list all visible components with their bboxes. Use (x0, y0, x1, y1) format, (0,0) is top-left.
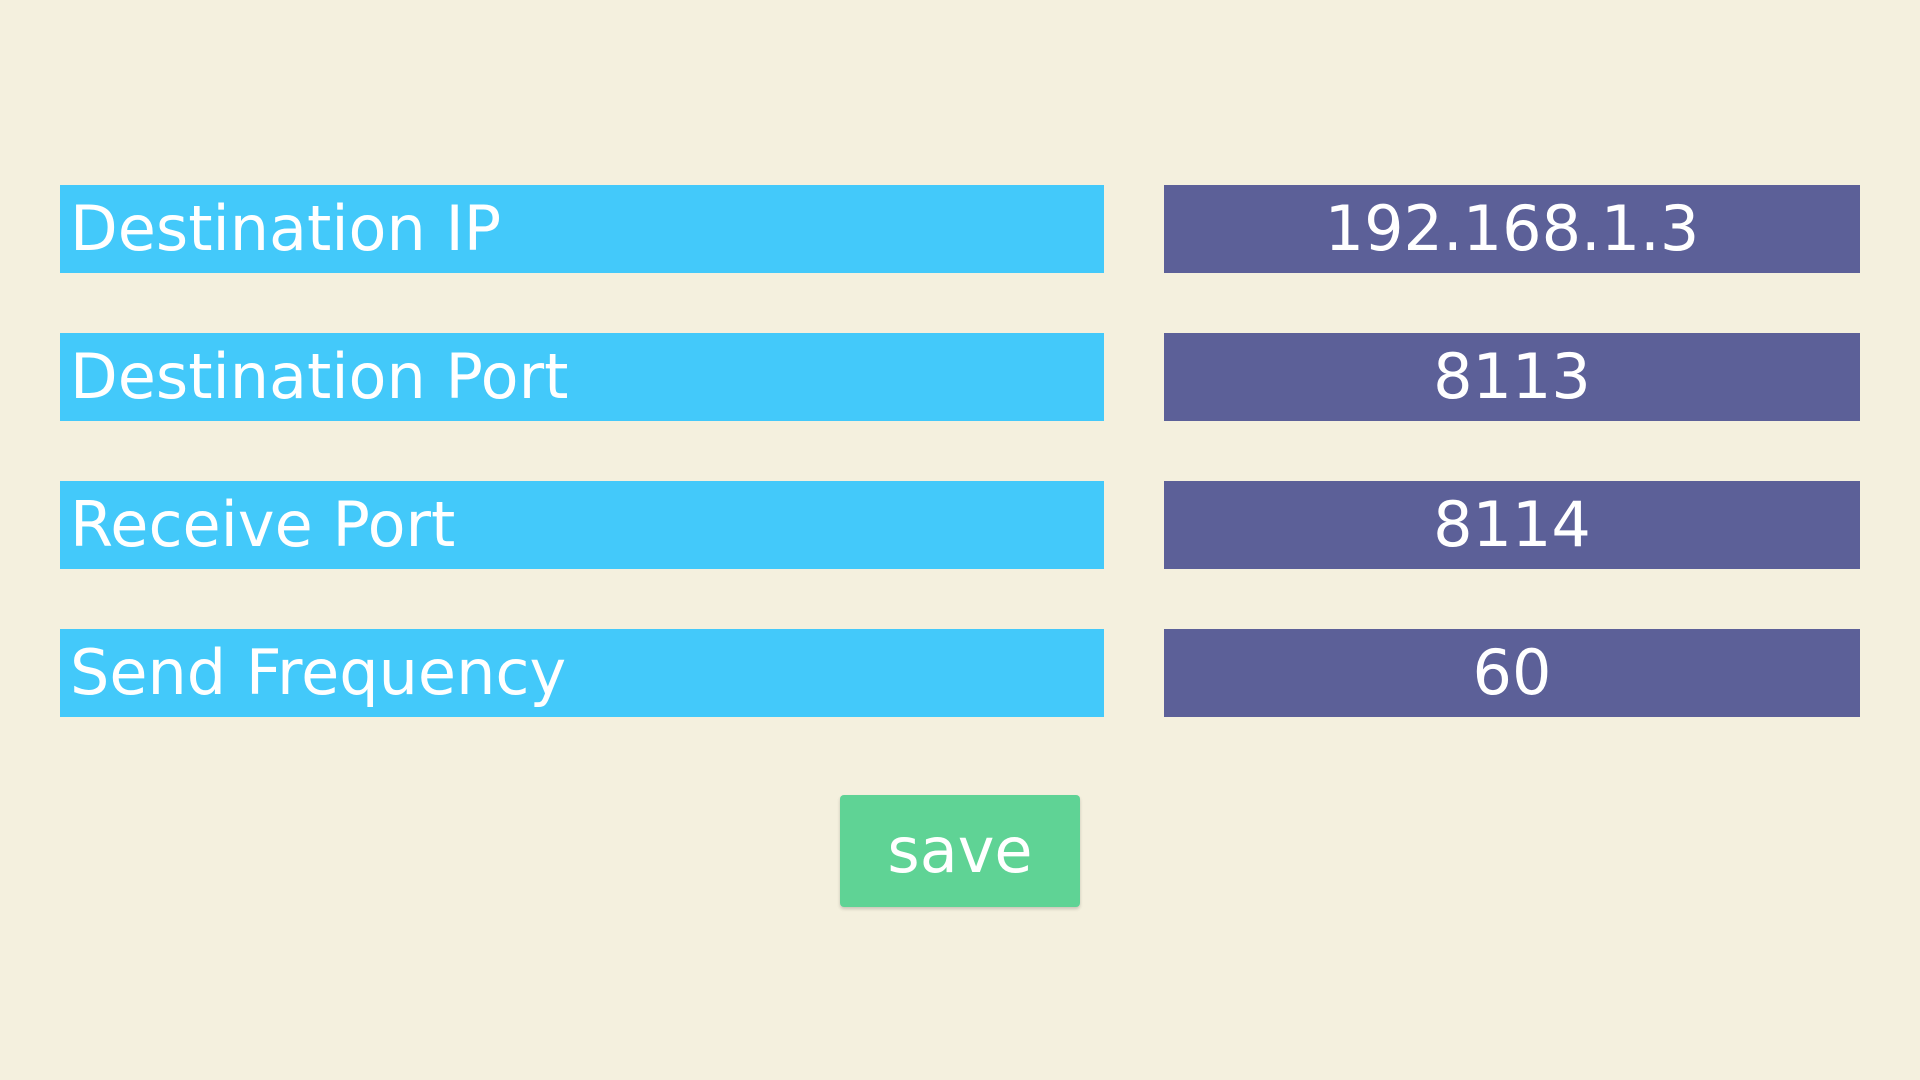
settings-row-send-frequency: Send Frequency (60, 629, 1860, 717)
destination-ip-label: Destination IP (60, 185, 1104, 273)
send-frequency-input[interactable] (1164, 629, 1860, 717)
destination-ip-input[interactable] (1164, 185, 1860, 273)
send-frequency-label: Send Frequency (60, 629, 1104, 717)
destination-port-input[interactable] (1164, 333, 1860, 421)
settings-row-destination-ip: Destination IP (60, 185, 1860, 273)
save-button[interactable]: save (840, 795, 1080, 907)
receive-port-label: Receive Port (60, 481, 1104, 569)
settings-row-receive-port: Receive Port (60, 481, 1860, 569)
settings-row-destination-port: Destination Port (60, 333, 1860, 421)
receive-port-input[interactable] (1164, 481, 1860, 569)
destination-port-label: Destination Port (60, 333, 1104, 421)
